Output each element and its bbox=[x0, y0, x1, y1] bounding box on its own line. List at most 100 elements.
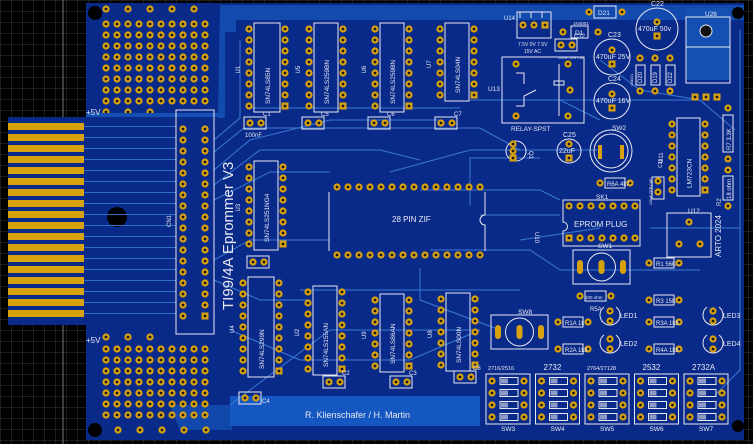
pad-hole bbox=[241, 358, 245, 362]
cap-outline bbox=[389, 375, 413, 389]
pad-hole bbox=[262, 260, 266, 264]
pad-hole bbox=[116, 428, 120, 432]
pad-hole bbox=[181, 88, 185, 92]
pad-hole bbox=[203, 204, 207, 208]
pad-hole bbox=[438, 49, 442, 53]
pad-hole bbox=[126, 55, 130, 59]
pad-hole bbox=[340, 367, 344, 371]
pad-hole bbox=[656, 190, 660, 194]
ic-outline-u6 bbox=[379, 22, 405, 113]
pad-hole bbox=[611, 204, 615, 208]
pad-hole bbox=[277, 314, 281, 318]
pad-hole bbox=[203, 380, 207, 384]
pad-hole bbox=[204, 428, 208, 432]
elcap-ref: C22 bbox=[651, 1, 664, 8]
pad-hole bbox=[543, 23, 547, 27]
u13-ref: U13 bbox=[488, 86, 500, 93]
pad-hole bbox=[340, 334, 344, 338]
pad-hole bbox=[653, 89, 657, 93]
pad-hole bbox=[170, 99, 174, 103]
pad-hole bbox=[281, 209, 285, 213]
ic-part-u5: SN74LS259BN bbox=[324, 60, 331, 104]
pad-hole bbox=[711, 309, 715, 313]
pad-hole bbox=[148, 347, 152, 351]
dip-switch-lever bbox=[600, 402, 607, 408]
pad-hole bbox=[405, 380, 409, 384]
resistor-outline bbox=[653, 294, 675, 306]
ic-part-u8: SN74LS00N bbox=[456, 327, 463, 363]
pad-hole bbox=[407, 60, 411, 64]
pad-hole bbox=[521, 23, 525, 27]
pad-hole bbox=[407, 82, 411, 86]
pad-hole bbox=[394, 380, 398, 384]
pad-hole bbox=[138, 428, 142, 432]
pad-hole bbox=[159, 347, 163, 351]
pad-hole bbox=[567, 204, 571, 208]
pad-hole bbox=[181, 66, 185, 70]
ic-part-u7: SN74LS04N bbox=[455, 57, 462, 93]
pad-hole bbox=[181, 127, 185, 131]
pad-hole bbox=[306, 323, 310, 327]
pad-hole bbox=[638, 56, 642, 60]
dip-switch-toggle bbox=[648, 413, 667, 421]
dip-switch-toggle bbox=[499, 413, 519, 421]
cap-outline bbox=[434, 116, 458, 130]
pad-hole bbox=[247, 82, 251, 86]
pad-hole bbox=[434, 253, 438, 257]
pad-hole bbox=[104, 369, 108, 373]
pad-hole bbox=[368, 253, 372, 257]
dip-switch-lever bbox=[550, 378, 558, 384]
cn1-outline bbox=[175, 109, 215, 335]
pad-hole bbox=[192, 22, 196, 26]
cap-ref: C3 bbox=[409, 371, 417, 377]
pad-hole bbox=[148, 99, 152, 103]
edge-finger bbox=[8, 145, 84, 152]
sw2-pad bbox=[598, 145, 602, 159]
pad-hole bbox=[341, 82, 345, 86]
pad-hole bbox=[567, 142, 571, 146]
pad-hole bbox=[522, 403, 526, 407]
pad-hole bbox=[281, 176, 285, 180]
pad-hole bbox=[104, 335, 108, 339]
diode-ref: D22 bbox=[668, 71, 674, 83]
pad-hole bbox=[159, 22, 163, 26]
pad-hole bbox=[407, 309, 411, 313]
pad-hole bbox=[438, 71, 442, 75]
resistor-label: R1 56K bbox=[656, 262, 676, 268]
relay-label: RELAY-SPST bbox=[511, 126, 550, 133]
pad-hole bbox=[307, 60, 311, 64]
pad-hole bbox=[357, 253, 361, 257]
pad-hole bbox=[600, 236, 604, 240]
pad-hole bbox=[346, 185, 350, 189]
resistor-outline bbox=[562, 343, 584, 355]
pad-hole bbox=[192, 33, 196, 37]
pad-hole bbox=[306, 367, 310, 371]
edge-finger bbox=[8, 222, 84, 229]
pad-hole bbox=[390, 253, 394, 257]
pad-hole bbox=[688, 379, 692, 383]
sk1-label: SK1 bbox=[596, 194, 609, 201]
pad-hole bbox=[522, 415, 526, 419]
elcap-outline bbox=[593, 82, 631, 120]
pad-hole bbox=[703, 133, 707, 137]
pad-hole bbox=[181, 138, 185, 142]
pad-hole bbox=[572, 415, 575, 419]
pad-hole bbox=[126, 413, 130, 417]
pad-hole bbox=[277, 292, 281, 296]
pad-hole bbox=[467, 253, 471, 257]
pad-hole bbox=[622, 204, 626, 208]
pad-hole bbox=[567, 236, 571, 240]
resistor-label: R3A 1k8 bbox=[656, 321, 679, 327]
pad-hole bbox=[639, 391, 642, 395]
dip-switch-ref: SW5 bbox=[600, 426, 614, 433]
pad-hole bbox=[711, 347, 715, 351]
resistor-label: 18 ohm bbox=[727, 179, 733, 199]
pad-hole bbox=[192, 88, 196, 92]
resistor-outline bbox=[653, 343, 675, 355]
pad-hole bbox=[137, 369, 141, 373]
pad-hole bbox=[726, 204, 730, 208]
pad-hole bbox=[170, 402, 174, 406]
pad-hole bbox=[247, 49, 251, 53]
pad-hole bbox=[647, 298, 651, 302]
pad-hole bbox=[726, 157, 730, 161]
